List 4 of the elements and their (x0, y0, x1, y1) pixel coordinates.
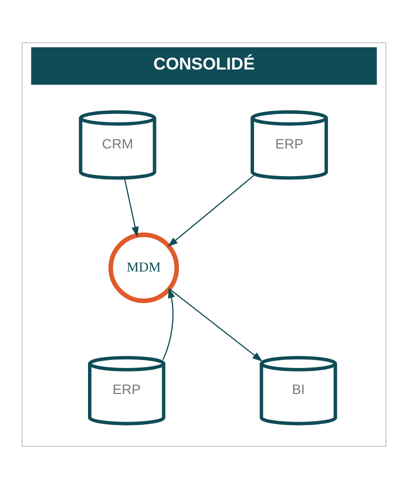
arrow (168, 288, 263, 362)
arrow (124, 178, 139, 238)
arrow (168, 175, 254, 247)
arrow (162, 288, 175, 360)
